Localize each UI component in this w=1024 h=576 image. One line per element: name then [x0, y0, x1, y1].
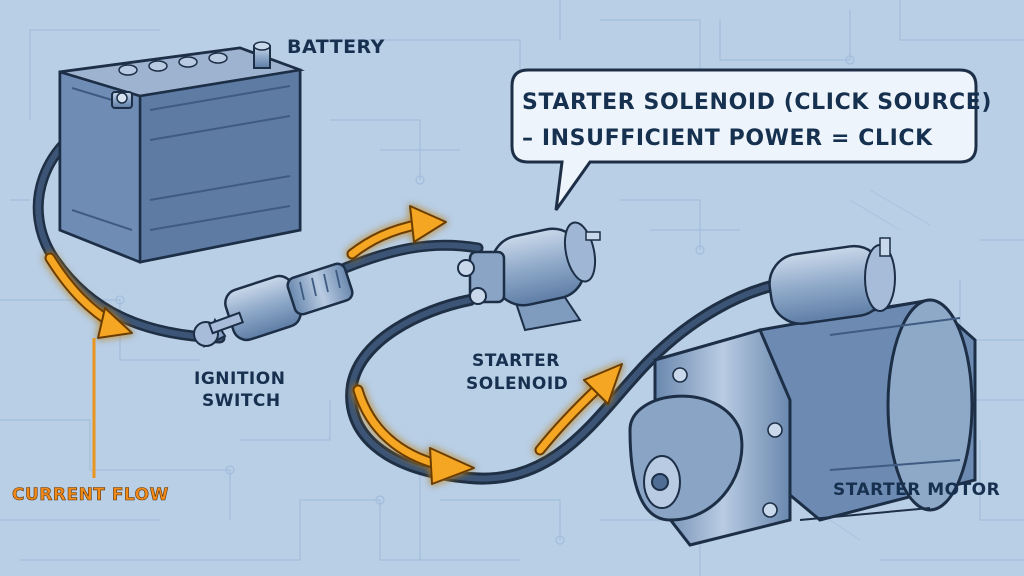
- ignition-switch: IGNITION SWITCH: [193, 262, 354, 411]
- flow-arrow-4: [534, 363, 623, 456]
- current-flow-arrows: [44, 205, 623, 485]
- flow-arrow-2: [346, 205, 447, 260]
- battery-label: BATTERY: [287, 36, 385, 58]
- starter-solenoid: STARTER SOLENOID: [457, 221, 601, 394]
- battery-positive-terminal: [111, 91, 133, 109]
- flow-arrow-3: [352, 384, 475, 485]
- flow-arrow-1: [44, 252, 133, 339]
- starter-solenoid-label-line1: STARTER: [472, 351, 560, 371]
- current-flow-label: CURRENT FLOW: [12, 485, 169, 505]
- battery-negative-terminal: [253, 41, 271, 69]
- solenoid-terminal-bottom: [469, 287, 487, 305]
- ignition-switch-label-line2: SWITCH: [202, 391, 281, 411]
- starter-motor: STARTER MOTOR: [628, 237, 1000, 547]
- callout-line2: – INSUFFICIENT POWER = CLICK: [522, 126, 933, 151]
- ignition-key: [193, 311, 245, 347]
- starter-motor-label: STARTER MOTOR: [833, 480, 1000, 500]
- battery: BATTERY: [58, 36, 385, 264]
- ignition-switch-label-line1: IGNITION: [194, 369, 285, 389]
- solenoid-terminal-top: [457, 259, 475, 277]
- callout-line1: STARTER SOLENOID (CLICK SOURCE): [522, 90, 992, 115]
- starter-solenoid-label-line2: SOLENOID: [466, 374, 568, 394]
- callout-bubble: STARTER SOLENOID (CLICK SOURCE) – INSUFF…: [510, 68, 992, 211]
- current-flow-legend: CURRENT FLOW: [12, 338, 169, 505]
